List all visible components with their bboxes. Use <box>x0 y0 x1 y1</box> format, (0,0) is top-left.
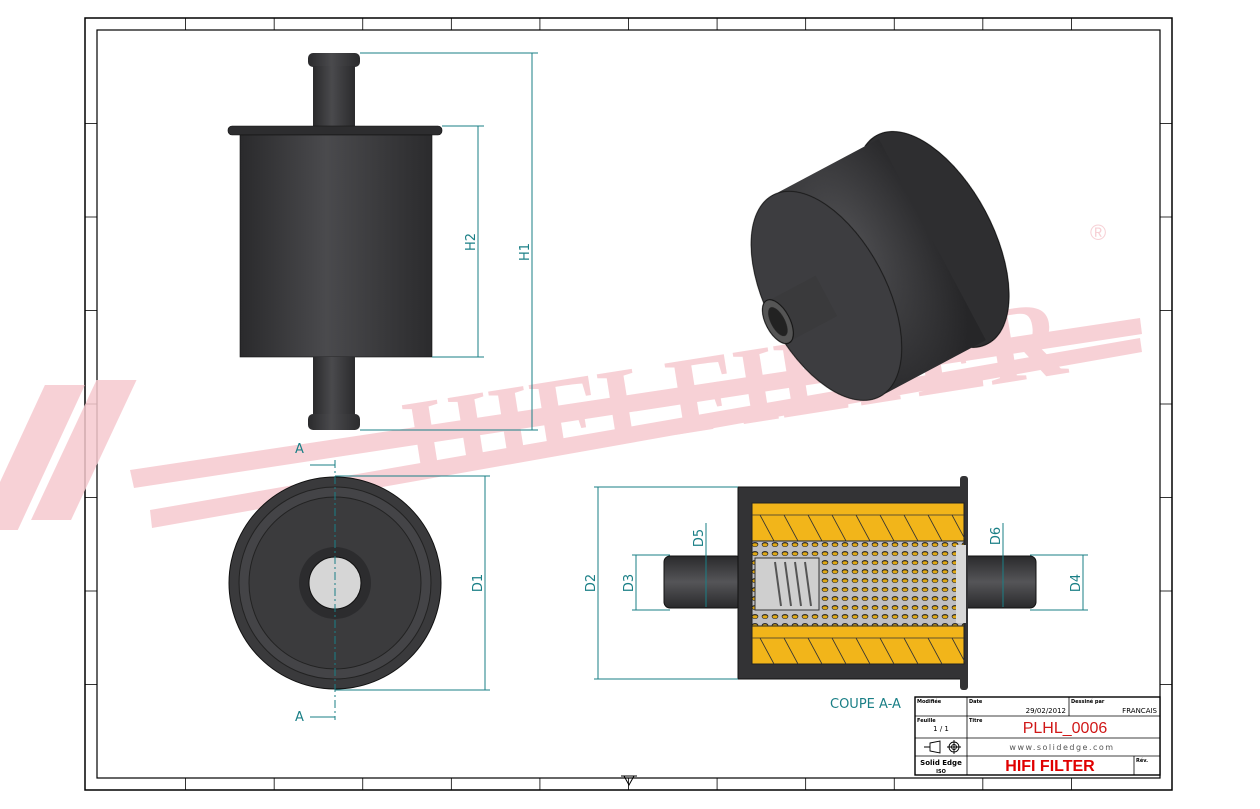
svg-text:ISO: ISO <box>936 769 946 775</box>
bottom-view <box>228 460 442 720</box>
svg-text:Rév.: Rév. <box>1136 757 1148 764</box>
label-h1: H1 <box>518 243 533 261</box>
svg-text:1 / 1: 1 / 1 <box>933 725 949 733</box>
section-dimensions <box>594 486 1088 680</box>
svg-text:Titre: Titre <box>969 718 983 724</box>
title-block: Modifiée Date 29/02/2012 Dessiné par FRA… <box>914 696 1161 776</box>
svg-text:Date: Date <box>969 699 983 705</box>
brand: HIFI FILTER <box>1005 758 1095 775</box>
label-d6: D6 <box>989 527 1004 545</box>
svg-text:®: ® <box>1090 220 1106 245</box>
isometric-view <box>750 131 1010 401</box>
label-h2: H2 <box>464 233 479 251</box>
dimension-d1 <box>310 464 490 718</box>
svg-text:Feuille: Feuille <box>917 718 936 724</box>
section-marker-bottom: A <box>295 710 304 725</box>
drawing-border <box>84 17 1173 791</box>
dimension-h1 <box>360 52 538 431</box>
label-d2: D2 <box>584 574 599 592</box>
svg-text:29/02/2012: 29/02/2012 <box>1026 707 1066 715</box>
svg-text:Modifiée: Modifiée <box>917 698 942 705</box>
front-view <box>227 53 443 430</box>
part-number: PLHL_0006 <box>1023 720 1108 737</box>
svg-text:Solid Edge: Solid Edge <box>920 759 962 767</box>
label-d5: D5 <box>692 529 707 547</box>
section-view <box>663 476 1037 690</box>
center-mark-icon <box>621 775 637 787</box>
label-d4: D4 <box>1069 574 1084 592</box>
section-title: COUPE A-A <box>830 697 901 712</box>
website: www.solidedge.com <box>1009 743 1114 752</box>
section-marker-top: A <box>295 442 304 457</box>
projection-symbol-icon <box>924 740 961 754</box>
label-d1: D1 <box>471 574 486 592</box>
svg-text:FRANCAIS: FRANCAIS <box>1122 707 1157 715</box>
svg-text:Dessiné par: Dessiné par <box>1071 698 1105 705</box>
label-d3: D3 <box>622 574 637 592</box>
